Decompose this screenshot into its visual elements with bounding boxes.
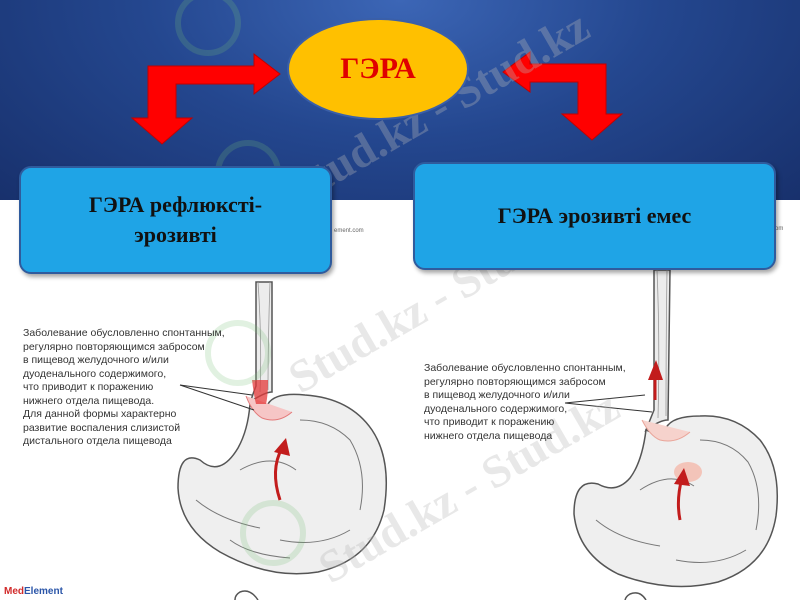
leader-lines (179, 384, 653, 413)
right-description: Заболевание обусловленно спонтанным, рег… (424, 362, 626, 442)
title-text: ГЭРА (340, 52, 416, 85)
right-category-box: ГЭРА эрозивті емес (413, 162, 776, 270)
stomach-left-illustration (177, 281, 388, 600)
red-elbow-arrow-left-icon (130, 52, 281, 145)
site-url-right: com (772, 226, 784, 232)
medelement-logo: MedElement (4, 586, 63, 597)
red-elbow-arrow-right-icon (502, 51, 624, 141)
right-category-label: ГЭРА эрозивті емес (497, 203, 692, 228)
left-description: Заболевание обусловленно спонтанным, рег… (23, 327, 225, 447)
title-oval: ГЭРА (287, 18, 469, 120)
site-url-left: ement.com (334, 228, 364, 234)
stomach-right-illustration (573, 269, 779, 600)
left-category-label: ГЭРА рефлюксті-эрозивті (88, 192, 263, 247)
left-category-box: ГЭРА рефлюксті-эрозивті (19, 166, 332, 274)
